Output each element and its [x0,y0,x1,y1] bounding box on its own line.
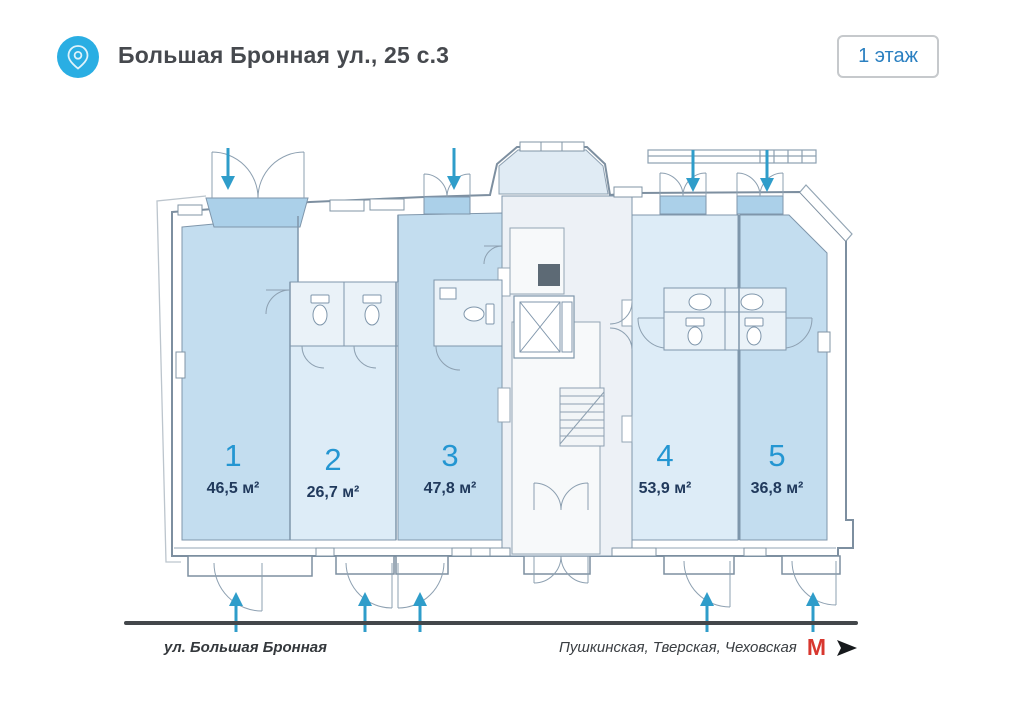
toilet-icon [685,317,764,346]
metro-stations-label: Пушкинская, Тверская, Чеховская [559,639,797,656]
windows [175,141,831,557]
toilet-icon [463,303,495,325]
direction-arrow-icon [837,639,857,656]
metro-info: Пушкинская, Тверская, Чеховская М [559,636,858,659]
unit-1-entrance-vestibule [205,197,309,228]
unit-4-area: 53,9 м² [639,480,692,497]
unit-2-area: 26,7 м² [307,484,360,501]
unit-2-room[interactable] [289,345,397,541]
unit-1-number: 1 [224,438,241,473]
sink-icon [688,293,764,311]
sink-icon [439,287,457,300]
unit-5-area: 36,8 м² [751,480,804,497]
staircase-icon [559,387,605,447]
page-title: Большая Бронная ул., 25 с.3 [118,42,450,68]
unit-5-entrance-vestibule [736,195,784,215]
unit-4-room[interactable] [631,214,739,541]
bottom-entry-bays [187,555,841,577]
unit-2-number: 2 [324,442,341,477]
wc-block-units-2-3 [289,281,399,347]
lot-boundary-line [156,195,207,563]
unit-4-entrance-vestibule [659,195,707,215]
floor-selector-badge[interactable]: 1 этаж [837,35,939,78]
street-label: ул. Большая Бронная [164,639,327,656]
unit-4-number: 4 [656,438,673,473]
unit-5-number: 5 [768,438,785,473]
elevator-icon [513,295,575,359]
entrance-arrows [221,148,820,632]
metro-logo: М [806,634,826,660]
location-pin-icon [57,36,99,78]
unit-3-entrance-vestibule [423,196,471,215]
wc-block-units-4-5 [663,287,787,351]
wc-block-unit-3 [433,279,503,347]
unit-3-area: 47,8 м² [424,480,477,497]
porch-ramp-outline [647,149,817,164]
footer: ул. Большая Бронная Пушкинская, Тверская… [124,636,858,659]
door-swings [211,151,837,612]
stair-elevator-core [497,149,633,557]
shaft-block [538,264,560,286]
interior-walls [289,215,740,540]
unit-1-area: 46,5 м² [207,480,260,497]
unit-3-number: 3 [441,438,458,473]
toilet-icon [310,294,382,326]
street-line [124,621,858,625]
